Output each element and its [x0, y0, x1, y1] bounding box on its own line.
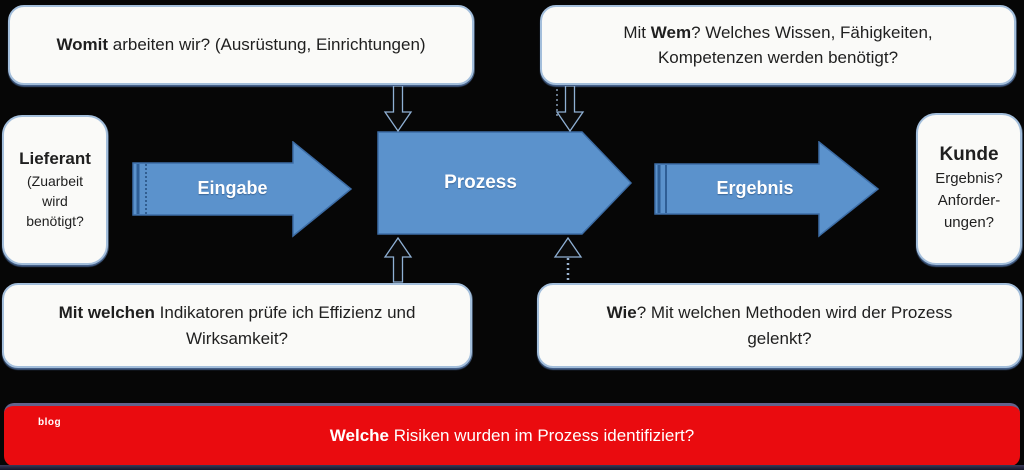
question-text-indikatoren: Mit welchen Indikatoren prüfe ich Effizi…	[58, 303, 416, 348]
down-arrow-dotted-icon	[555, 86, 585, 132]
blog-watermark: blog	[38, 417, 62, 428]
question-bold-womit: Womit	[56, 35, 109, 55]
question-box-wem: Mit Wem? Welches Wissen, Fähigkeiten, Ko…	[540, 5, 1016, 85]
question-bold-indikatoren: Mit welchen	[58, 303, 155, 322]
question-box-indikatoren: Mit welchen Indikatoren prüfe ich Effizi…	[2, 283, 472, 368]
kunde-title: Kunde	[939, 144, 999, 166]
question-bold-wie: Wie	[606, 303, 637, 322]
question-text-wie: Wie? Mit welchen Methoden wird der Proze…	[606, 303, 953, 348]
question-text-womit: Womit arbeiten wir? (Ausrüstung, Einrich…	[56, 32, 425, 58]
risk-question-text: Welche Risiken wurden im Prozess identif…	[329, 426, 695, 445]
lieferant-title: Lieferant	[19, 148, 91, 168]
risk-question-bar: Welche Risiken wurden im Prozess identif…	[4, 403, 1020, 466]
up-arrow-dotted-icon	[553, 237, 583, 282]
lieferant-box: Lieferant (Zuarbeit wird benötigt?	[2, 115, 108, 265]
bottom-divider	[0, 465, 1024, 470]
question-bold-wem: Wem	[650, 22, 692, 42]
risk-bold: Welche	[329, 426, 390, 445]
prozess-arrow-icon	[377, 131, 633, 235]
kunde-box: Kunde Ergebnis? Anforder- ungen?	[916, 113, 1022, 265]
question-text-wem: Mit Wem? Welches Wissen, Fähigkeiten, Ko…	[623, 22, 933, 68]
question-box-womit: Womit arbeiten wir? (Ausrüstung, Einrich…	[8, 5, 474, 85]
down-arrow-icon	[383, 86, 413, 132]
question-box-wie: Wie? Mit welchen Methoden wird der Proze…	[537, 283, 1022, 368]
eingabe-arrow-icon	[132, 141, 353, 238]
question-rest-womit: arbeiten wir? (Ausrüstung, Einrichtungen…	[108, 35, 426, 55]
ergebnis-arrow-icon	[654, 141, 880, 238]
up-arrow-icon	[383, 237, 413, 283]
